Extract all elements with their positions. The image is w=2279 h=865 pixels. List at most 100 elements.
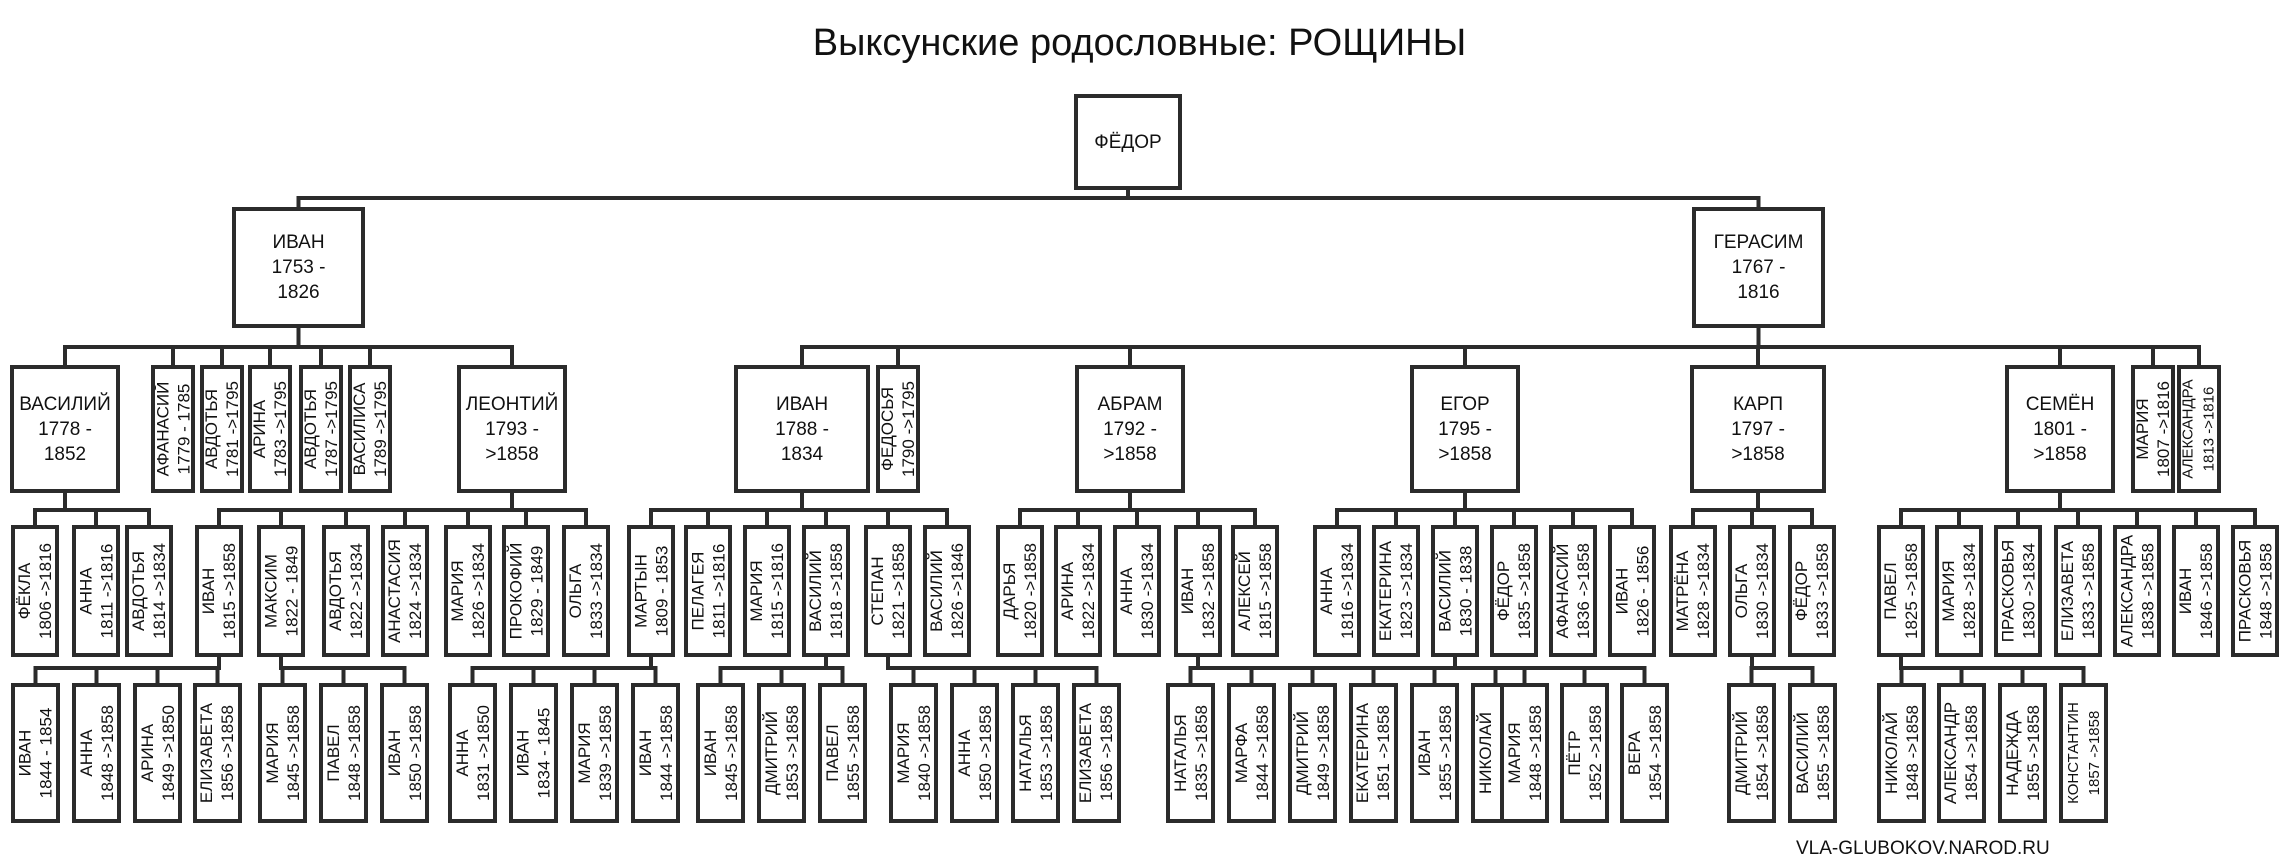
person-name: АВДОТЬЯ [129,550,149,632]
person-name: ОЛЬГА [566,563,586,619]
person-name: НАТАЛЬЯ [1170,714,1190,792]
person-years: 1839 ->1858 [595,705,615,801]
person-name: НИКОЛАЙ [1881,712,1901,794]
person-years: 1809 - 1853 [652,545,671,637]
person-name: ФЁКЛА [15,562,35,620]
person-name: КАРП [1732,393,1784,415]
page-title: Выксунские родословные: РОЩИНЫ [812,22,1467,64]
person-years: 1814 ->1834 [150,543,170,639]
person-years: 1815 ->1858 [1256,543,1276,639]
person-name: МАРИЯ [262,722,282,784]
person-years: 1825 ->1858 [1902,543,1922,639]
person-years: 1818 ->1858 [827,543,847,639]
person-years: 1778 - 1852 [38,418,92,465]
person-years: 1855 ->1858 [843,705,863,801]
person-name: ФЁДОР [1494,560,1514,622]
person-name: МАКСИМ [261,554,280,628]
person-name: ПРАСКОВЬЯ [2235,539,2255,643]
person-name: ЕКАТЕРИНА [1376,540,1395,642]
person-years: 1844 ->1858 [656,705,676,801]
person-years: 1822 - 1849 [282,545,301,637]
person-years: 1815 ->1858 [220,543,240,639]
person-years: 1826 ->1834 [469,543,489,639]
person-years: 1813 ->1816 [2201,386,2219,472]
person-years: 1831 ->1850 [473,705,493,801]
person-name: ИВАН [2176,567,2196,615]
person-name: КОНСТАНТИН [2064,702,2082,804]
person-years: 1830 ->1834 [1138,543,1158,639]
person-years: 1789 ->1795 [371,381,391,477]
person-years: 1853 ->1858 [1036,705,1056,801]
person-name: ЕЛИЗАВЕТА [2058,540,2078,642]
person-name: МАТРЁНА [1673,550,1693,632]
person-years: 1845 ->1858 [283,705,303,801]
person-name: МАРИЯ [574,722,594,784]
person-years: 1824 ->1834 [406,543,426,639]
person-name: АРИНА [1058,561,1078,621]
person-name: ГЕРАСИМ [1713,232,1804,253]
person-years: 1848 ->1858 [344,705,364,801]
person-name: НИКОЛАЙ [1475,712,1495,794]
person-years: 1835 ->1858 [1515,543,1535,639]
person-name: АЛЕКСЕЙ [1235,551,1255,631]
person-years: 1787 ->1795 [322,381,342,477]
person-years: 1848 ->1858 [1902,705,1922,801]
person-years: 1823 ->1834 [1397,543,1416,639]
person-years: 1830 - 1838 [1456,545,1475,637]
person-name: ИВАН [272,232,325,253]
person-years: 1821 ->1858 [889,543,909,639]
person-years: 1753 - 1826 [271,257,326,303]
person-name: МАРИЯ [1504,722,1524,784]
person-name: СТЕПАН [868,556,888,626]
person-name: АВДОТЬЯ [301,388,321,470]
person-name: АНАСТАСИЯ [385,539,405,643]
person-name: ВАСИЛИЙ [1435,550,1454,632]
person-name: АННА [1317,567,1337,615]
person-years: 1828 ->1834 [1960,543,1980,639]
person-name: АФАНАСИЙ [1553,543,1573,639]
person-name: НАДЕЖДА [2002,710,2022,796]
person-years: 1844 ->1858 [1252,705,1272,801]
person-years: 1820 ->1858 [1021,543,1041,639]
person-years: 1781 ->1795 [223,381,243,477]
person-years: 1822 ->1834 [347,543,367,639]
person-years: 1833 ->1834 [587,543,607,639]
person-name: ПАВЕЛ [822,724,842,782]
person-name: ИВАН [775,393,829,415]
